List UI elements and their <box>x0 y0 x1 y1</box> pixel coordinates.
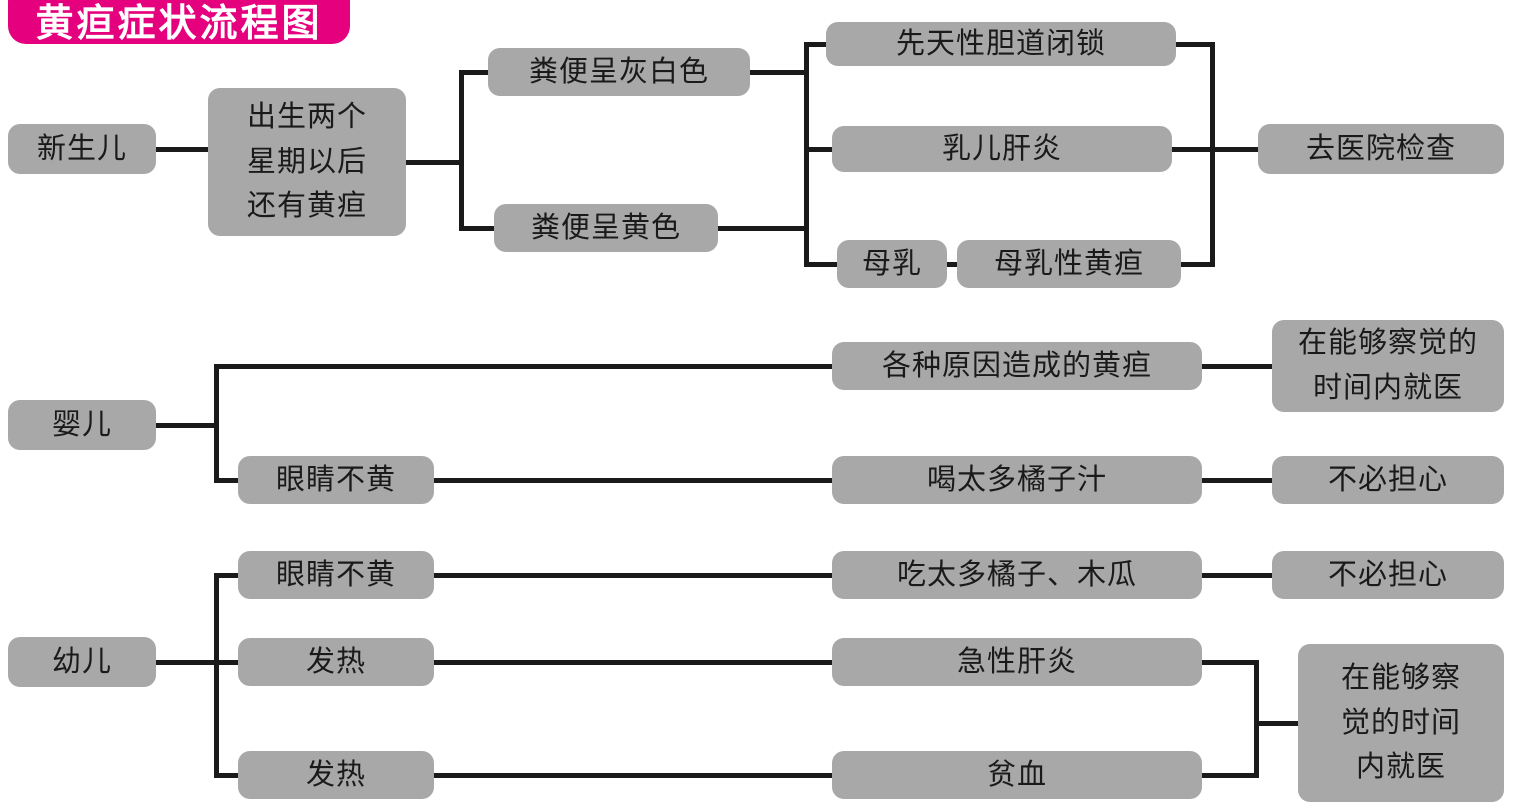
edge-connector <box>213 772 241 778</box>
node-fever-toddler-1: 发热 <box>238 638 434 686</box>
edge-connector <box>431 772 835 778</box>
edge-connector <box>803 41 809 267</box>
edge-connector <box>1209 41 1215 267</box>
node-jaundice-after-two-weeks: 出生两个 星期以后 还有黄疸 <box>208 88 406 236</box>
node-jaundice-various-causes: 各种原因造成的黄疸 <box>832 342 1202 390</box>
node-see-doctor-in-time-upper: 在能够察觉的 时间内就医 <box>1272 320 1504 412</box>
node-eyes-not-yellow-infant: 眼睛不黄 <box>238 456 434 504</box>
node-toddler: 幼儿 <box>8 637 156 687</box>
edge-connector <box>1178 261 1215 267</box>
edge-connector <box>153 659 241 665</box>
edge-connector <box>1253 659 1259 778</box>
edge-connector <box>715 225 809 231</box>
edge-connector <box>431 477 835 483</box>
node-congenital-biliary-atresia: 先天性胆道闭锁 <box>826 22 1176 66</box>
edge-connector <box>747 69 809 75</box>
edge-connector <box>458 69 491 75</box>
page-title: 黄疸症状流程图 <box>8 0 350 45</box>
edge-connector <box>1199 572 1275 578</box>
node-breast-milk: 母乳 <box>837 240 947 288</box>
edge-connector <box>1199 772 1259 778</box>
node-stool-yellow: 粪便呈黄色 <box>494 204 718 252</box>
node-infant-hepatitis: 乳儿肝炎 <box>832 126 1172 172</box>
edge-connector <box>944 261 960 267</box>
edge-connector <box>213 572 219 778</box>
edge-connector <box>153 422 219 428</box>
node-eyes-not-yellow-toddler: 眼睛不黄 <box>238 551 434 599</box>
node-no-need-to-worry-infant: 不必担心 <box>1272 456 1504 504</box>
edge-connector <box>1199 659 1259 665</box>
node-anemia: 贫血 <box>832 751 1202 799</box>
edge-connector <box>213 363 835 369</box>
edge-connector <box>1173 41 1215 47</box>
edge-connector <box>403 159 464 165</box>
node-too-much-orange-juice: 喝太多橘子汁 <box>832 456 1202 504</box>
edge-connector <box>213 572 241 578</box>
node-stool-gray-white: 粪便呈灰白色 <box>488 48 750 96</box>
node-newborn: 新生儿 <box>8 124 156 174</box>
edge-connector <box>213 363 219 483</box>
node-infant: 婴儿 <box>8 400 156 450</box>
node-fever-toddler-2: 发热 <box>238 751 434 799</box>
edge-connector <box>803 41 829 47</box>
edge-connector <box>458 225 497 231</box>
edge-connector <box>153 146 211 152</box>
node-breast-milk-jaundice: 母乳性黄疸 <box>957 240 1181 288</box>
node-no-need-to-worry-toddler: 不必担心 <box>1272 551 1504 599</box>
node-acute-hepatitis: 急性肝炎 <box>832 638 1202 686</box>
edge-connector <box>1253 720 1301 726</box>
edge-connector <box>1199 363 1275 369</box>
node-too-much-orange-papaya: 吃太多橘子、木瓜 <box>832 551 1202 599</box>
edge-connector <box>1169 146 1261 152</box>
node-hospital-check: 去医院检查 <box>1258 124 1504 174</box>
edge-connector <box>458 69 464 231</box>
edge-connector <box>213 477 241 483</box>
edge-connector <box>431 659 835 665</box>
edge-connector <box>431 572 835 578</box>
edge-connector <box>803 261 840 267</box>
edge-connector <box>803 146 835 152</box>
edge-connector <box>1199 477 1275 483</box>
node-see-doctor-in-time-lower: 在能够察 觉的时间 内就医 <box>1298 644 1504 802</box>
